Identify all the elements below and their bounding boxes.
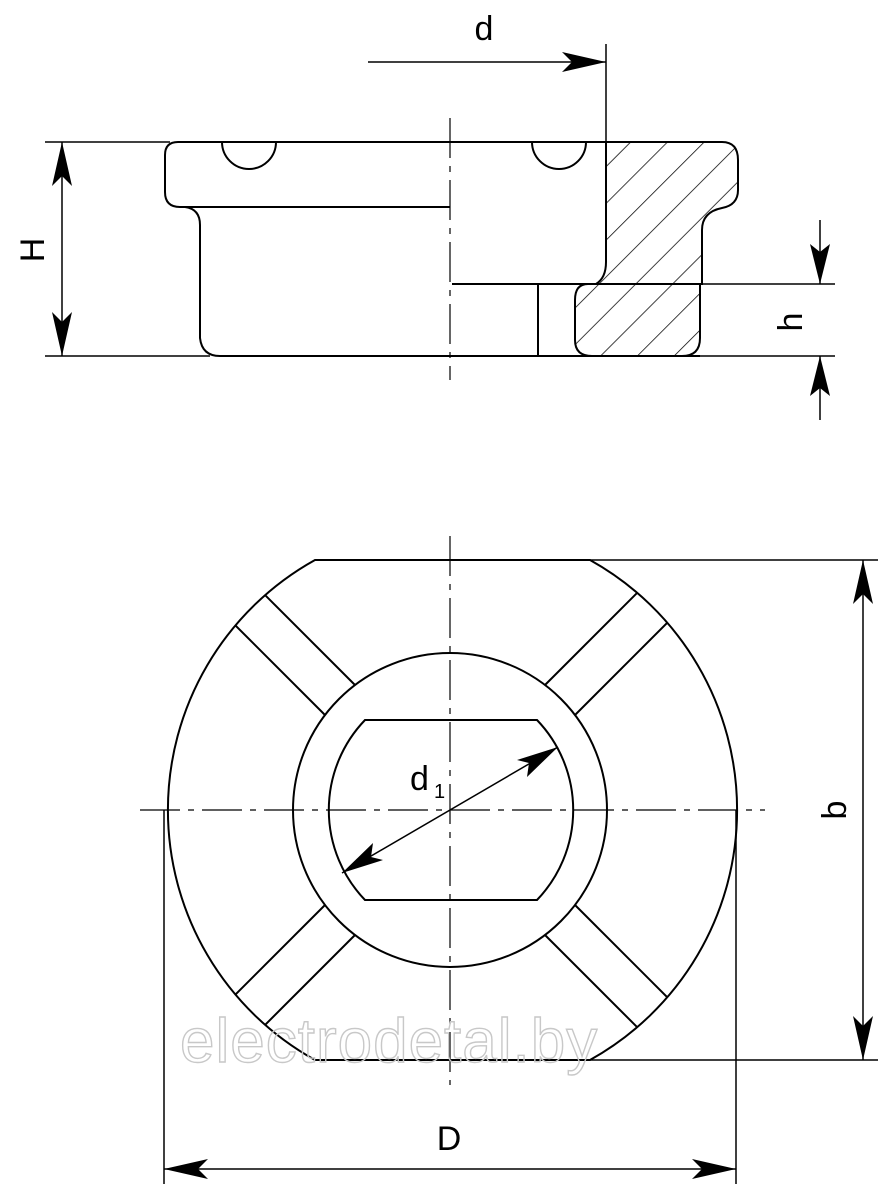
section-view: d H h bbox=[14, 10, 835, 420]
dim-H-arrow-bottom bbox=[52, 312, 72, 356]
label-d: d bbox=[475, 10, 494, 48]
label-d1: d bbox=[410, 760, 429, 798]
slot-top-right bbox=[539, 561, 699, 721]
dim-D-arrow-left bbox=[164, 1159, 208, 1179]
dim-h-arrow-bottom bbox=[810, 356, 830, 396]
watermark: electrodetal.by bbox=[180, 1007, 598, 1076]
label-D: D bbox=[437, 1120, 462, 1158]
slot-top-left bbox=[201, 561, 361, 721]
inner-bore bbox=[327, 719, 575, 901]
dim-d1-arrow-b bbox=[517, 747, 558, 777]
notch-left bbox=[221, 141, 277, 170]
hatched-region-lower bbox=[574, 283, 701, 357]
dim-h-arrow-top bbox=[810, 244, 830, 284]
label-h: h bbox=[772, 313, 810, 332]
dim-D-arrow-right bbox=[692, 1159, 736, 1179]
section-left-outline bbox=[164, 141, 450, 357]
dim-d1-line bbox=[341, 746, 559, 874]
label-b: b bbox=[816, 801, 854, 820]
dim-d1-arrow-a bbox=[342, 843, 383, 873]
label-d1-subscript: 1 bbox=[434, 781, 445, 803]
label-H: H bbox=[14, 238, 52, 263]
dim-b-arrow-top bbox=[853, 560, 873, 604]
notch-right bbox=[531, 141, 587, 170]
dim-H-arrow-top bbox=[52, 142, 72, 186]
dim-d-arrowhead bbox=[562, 52, 606, 72]
plan-view: d 1 b D bbox=[140, 536, 878, 1184]
hatched-region-upper bbox=[592, 141, 739, 285]
dim-b-arrow-bottom bbox=[853, 1016, 873, 1060]
